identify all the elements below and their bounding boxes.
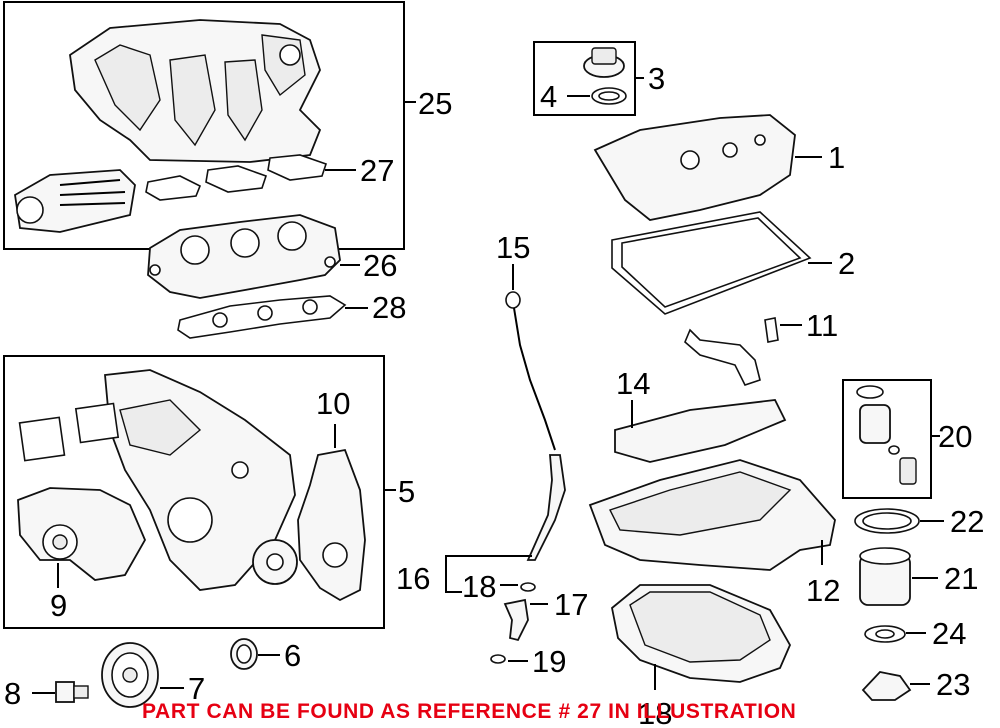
callout-17: 17 (554, 587, 588, 622)
oil-pan-upper-12-drawing (588, 459, 836, 571)
o-ring-19-drawing (490, 654, 506, 664)
callout-5: 5 (398, 474, 415, 509)
drain-plug-23-drawing (861, 671, 912, 701)
callout-3: 3 (648, 61, 665, 96)
oil-pump-10-drawing (297, 448, 366, 602)
callout-8: 8 (4, 676, 21, 711)
sprocket-drawing (252, 539, 298, 585)
gasket-22-drawing (854, 508, 920, 534)
sensor-17-drawing (503, 598, 529, 642)
footnote-text: PART CAN BE FOUND AS REFERENCE # 27 IN I… (142, 700, 797, 723)
callout-26: 26 (363, 248, 397, 283)
callout-21: 21 (944, 561, 978, 596)
lower-intake-manifold-drawing (147, 214, 341, 299)
callout-11: 11 (806, 308, 838, 343)
o-ring-18-drawing (520, 582, 536, 592)
oil-strainer-11-drawing (684, 317, 779, 386)
washer-24-drawing (864, 625, 906, 643)
intake-manifold-drawing (14, 19, 322, 233)
valve-cover-1-drawing (593, 114, 796, 221)
callout-23: 23 (936, 667, 970, 702)
dipstick-tube-16-drawing (526, 454, 566, 561)
bolt-8-drawing (55, 681, 89, 703)
valve-cover-gasket-2-drawing (611, 211, 812, 315)
callout-19: 19 (532, 644, 566, 679)
dipstick-15-drawing (505, 291, 556, 451)
callout-labels: 25 27 26 28 10 5 9 6 7 8 3 4 1 2 11 15 1… (4, 61, 984, 728)
gasket-28-drawing (177, 295, 347, 339)
baffle-14-drawing (614, 399, 787, 463)
callout-4: 4 (540, 79, 557, 114)
oil-filter-group-frame (842, 379, 932, 499)
callout-6: 6 (284, 638, 301, 673)
callout-9: 9 (50, 588, 67, 623)
callout-2: 2 (838, 246, 855, 281)
callout-18-bottom: 18 (638, 696, 672, 728)
callout-20: 20 (938, 419, 972, 454)
oil-cap-gasket-4-drawing (591, 87, 627, 105)
callout-12: 12 (806, 573, 840, 608)
timing-cover-group-frame (3, 355, 385, 629)
pulley-7-drawing (101, 642, 159, 708)
callout-24: 24 (932, 616, 966, 651)
filter-housing-21-drawing (859, 547, 911, 606)
callout-7: 7 (188, 671, 205, 706)
water-pump-9-drawing (17, 487, 147, 581)
callout-15: 15 (496, 230, 530, 265)
callout-16: 16 (396, 561, 430, 596)
callout-1: 1 (828, 140, 845, 175)
leader-lines (32, 77, 944, 694)
callout-22: 22 (950, 504, 984, 539)
callout-14: 14 (616, 366, 650, 401)
callout-18-top: 18 (462, 569, 496, 604)
callout-28: 28 (372, 290, 406, 325)
oil-cap-3-drawing (583, 47, 625, 78)
callout-10: 10 (316, 386, 350, 421)
callout-27: 27 (360, 153, 394, 188)
gasket-set-27-drawing (145, 154, 328, 201)
callout-25: 25 (418, 86, 452, 121)
oil-pan-lower-13-drawing (611, 584, 792, 683)
gaskets-left-drawing (18, 402, 120, 462)
seal-6-drawing (230, 638, 258, 670)
oil-filter-20-drawing (856, 385, 917, 485)
